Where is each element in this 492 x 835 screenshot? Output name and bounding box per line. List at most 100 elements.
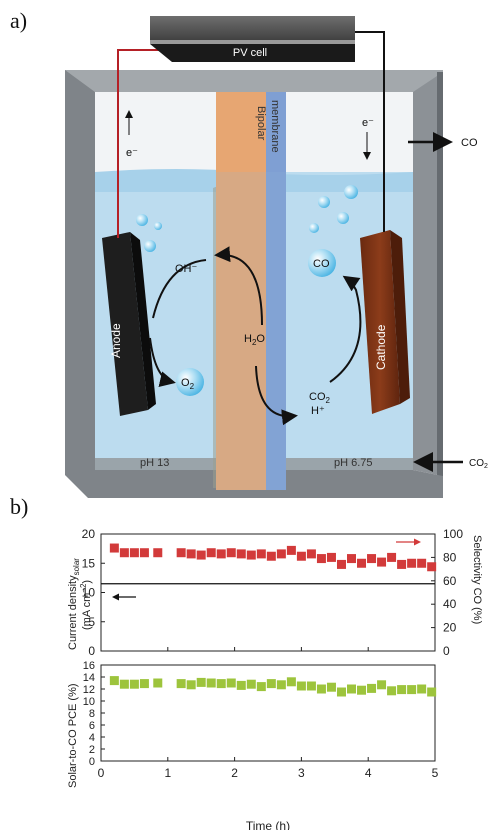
selectivity-point — [407, 558, 417, 568]
tick-label: 5 — [88, 615, 95, 629]
o2-bubble-2 — [154, 222, 162, 230]
tick-label: 80 — [443, 550, 457, 564]
tick-label: 20 — [82, 527, 96, 541]
membrane-label-1: Bipolar — [255, 106, 267, 141]
pce-point — [377, 680, 387, 690]
tick-label: 0 — [89, 756, 95, 768]
tick-label: 4 — [89, 732, 95, 744]
membrane-water-tint — [216, 172, 286, 490]
tick-label: 20 — [443, 621, 457, 635]
selectivity-point — [326, 552, 336, 562]
o2-bubble-3 — [144, 240, 156, 252]
pce-point — [276, 680, 286, 690]
tick-label: 14 — [83, 672, 95, 684]
tick-label: 5 — [432, 766, 439, 780]
pv-cell-label: PV cell — [233, 47, 267, 59]
tick-label: 16 — [83, 660, 95, 672]
selectivity-point — [347, 554, 356, 564]
selectivity-point — [256, 549, 266, 559]
tick-label: 1 — [164, 766, 171, 780]
pce-point — [306, 681, 316, 691]
pce-point — [186, 680, 196, 690]
selectivity-point — [153, 548, 163, 558]
selectivity-point — [139, 548, 149, 558]
tick-label: 0 — [88, 644, 95, 658]
pce-point — [109, 676, 119, 686]
pce-point — [129, 679, 139, 689]
selectivity-point — [367, 554, 377, 564]
tick-label: 10 — [83, 696, 95, 708]
top-left-y-ticks: 0 5 10 15 20 — [82, 527, 105, 658]
anode-electrode — [102, 232, 148, 416]
pce-point — [407, 685, 417, 695]
pce-point — [357, 685, 367, 695]
selectivity-point — [286, 545, 296, 555]
cathode-electrode — [360, 230, 400, 414]
membrane-blue-layer — [266, 92, 286, 490]
membrane-label-2: membrane — [269, 100, 281, 153]
pce-y-label: Solar-to-CO PCE (%) — [67, 683, 79, 788]
co-bubble-3 — [337, 212, 349, 224]
selectivity-point — [397, 559, 407, 569]
top-chart-frame — [100, 533, 436, 652]
oh-transport-arrow — [214, 246, 263, 326]
tick-label: 3 — [298, 766, 305, 780]
selectivity-y-label: Selectivity CO (%) — [471, 535, 483, 624]
co-bubble-4 — [309, 223, 319, 233]
pce-point — [176, 679, 186, 689]
co-bubble-2 — [318, 196, 330, 208]
selectivity-point — [387, 552, 397, 562]
panel-b-label: b) — [10, 494, 29, 519]
proton-transport-arrow — [255, 365, 298, 426]
pce-point — [153, 678, 163, 688]
selectivity-point — [296, 551, 306, 561]
pce-point — [286, 677, 296, 687]
selectivity-point — [276, 549, 286, 559]
pv-cell-stripe — [150, 40, 355, 44]
cell-diagram: Bipolar membrane Anode Cathode PV cell e… — [65, 16, 488, 498]
selectivity-point — [196, 550, 206, 560]
co2-reduction-arrow — [329, 275, 362, 383]
cell-frame-right-wall — [413, 72, 443, 476]
co-bubble-1 — [344, 185, 358, 199]
selectivity-point — [336, 559, 346, 569]
hydroxide-label: OH⁻ — [175, 263, 198, 275]
anode-label: Anode — [109, 323, 123, 358]
tick-label: 12 — [83, 684, 95, 696]
pce-point — [296, 681, 306, 691]
pce-point — [246, 679, 256, 689]
selectivity-point — [427, 562, 437, 572]
pv-cell-face — [150, 44, 355, 62]
proton-label: H⁺ — [311, 405, 325, 417]
pce-point — [367, 683, 377, 693]
tick-label: 15 — [82, 556, 96, 570]
selectivity-point — [186, 549, 196, 559]
water-label: H2O — [244, 333, 265, 347]
selectivity-point — [119, 548, 129, 558]
tick-label: 2 — [89, 744, 95, 756]
cathode-side — [390, 230, 410, 404]
pce-point — [397, 685, 407, 695]
selectivity-point — [357, 558, 367, 568]
selectivity-point — [206, 548, 216, 558]
pce-point — [119, 679, 129, 689]
selectivity-point — [216, 549, 226, 559]
pce-point — [417, 684, 427, 694]
pce-point — [196, 677, 206, 687]
tick-label: 0 — [98, 766, 105, 780]
tick-label: 6 — [89, 720, 95, 732]
tick-label: 10 — [82, 586, 96, 600]
tick-label: 100 — [443, 527, 463, 541]
co2-inlet-label: CO2 — [469, 458, 488, 470]
tick-label: 8 — [89, 708, 95, 720]
pce-point — [139, 679, 149, 689]
selectivity-point — [266, 551, 276, 561]
selectivity-point — [246, 550, 256, 560]
pce-point — [266, 679, 276, 689]
cathode-label: Cathode — [374, 324, 388, 370]
o2-evolution-arrow — [149, 337, 176, 388]
co-product-bubble — [308, 249, 336, 277]
black-wire — [355, 31, 385, 232]
